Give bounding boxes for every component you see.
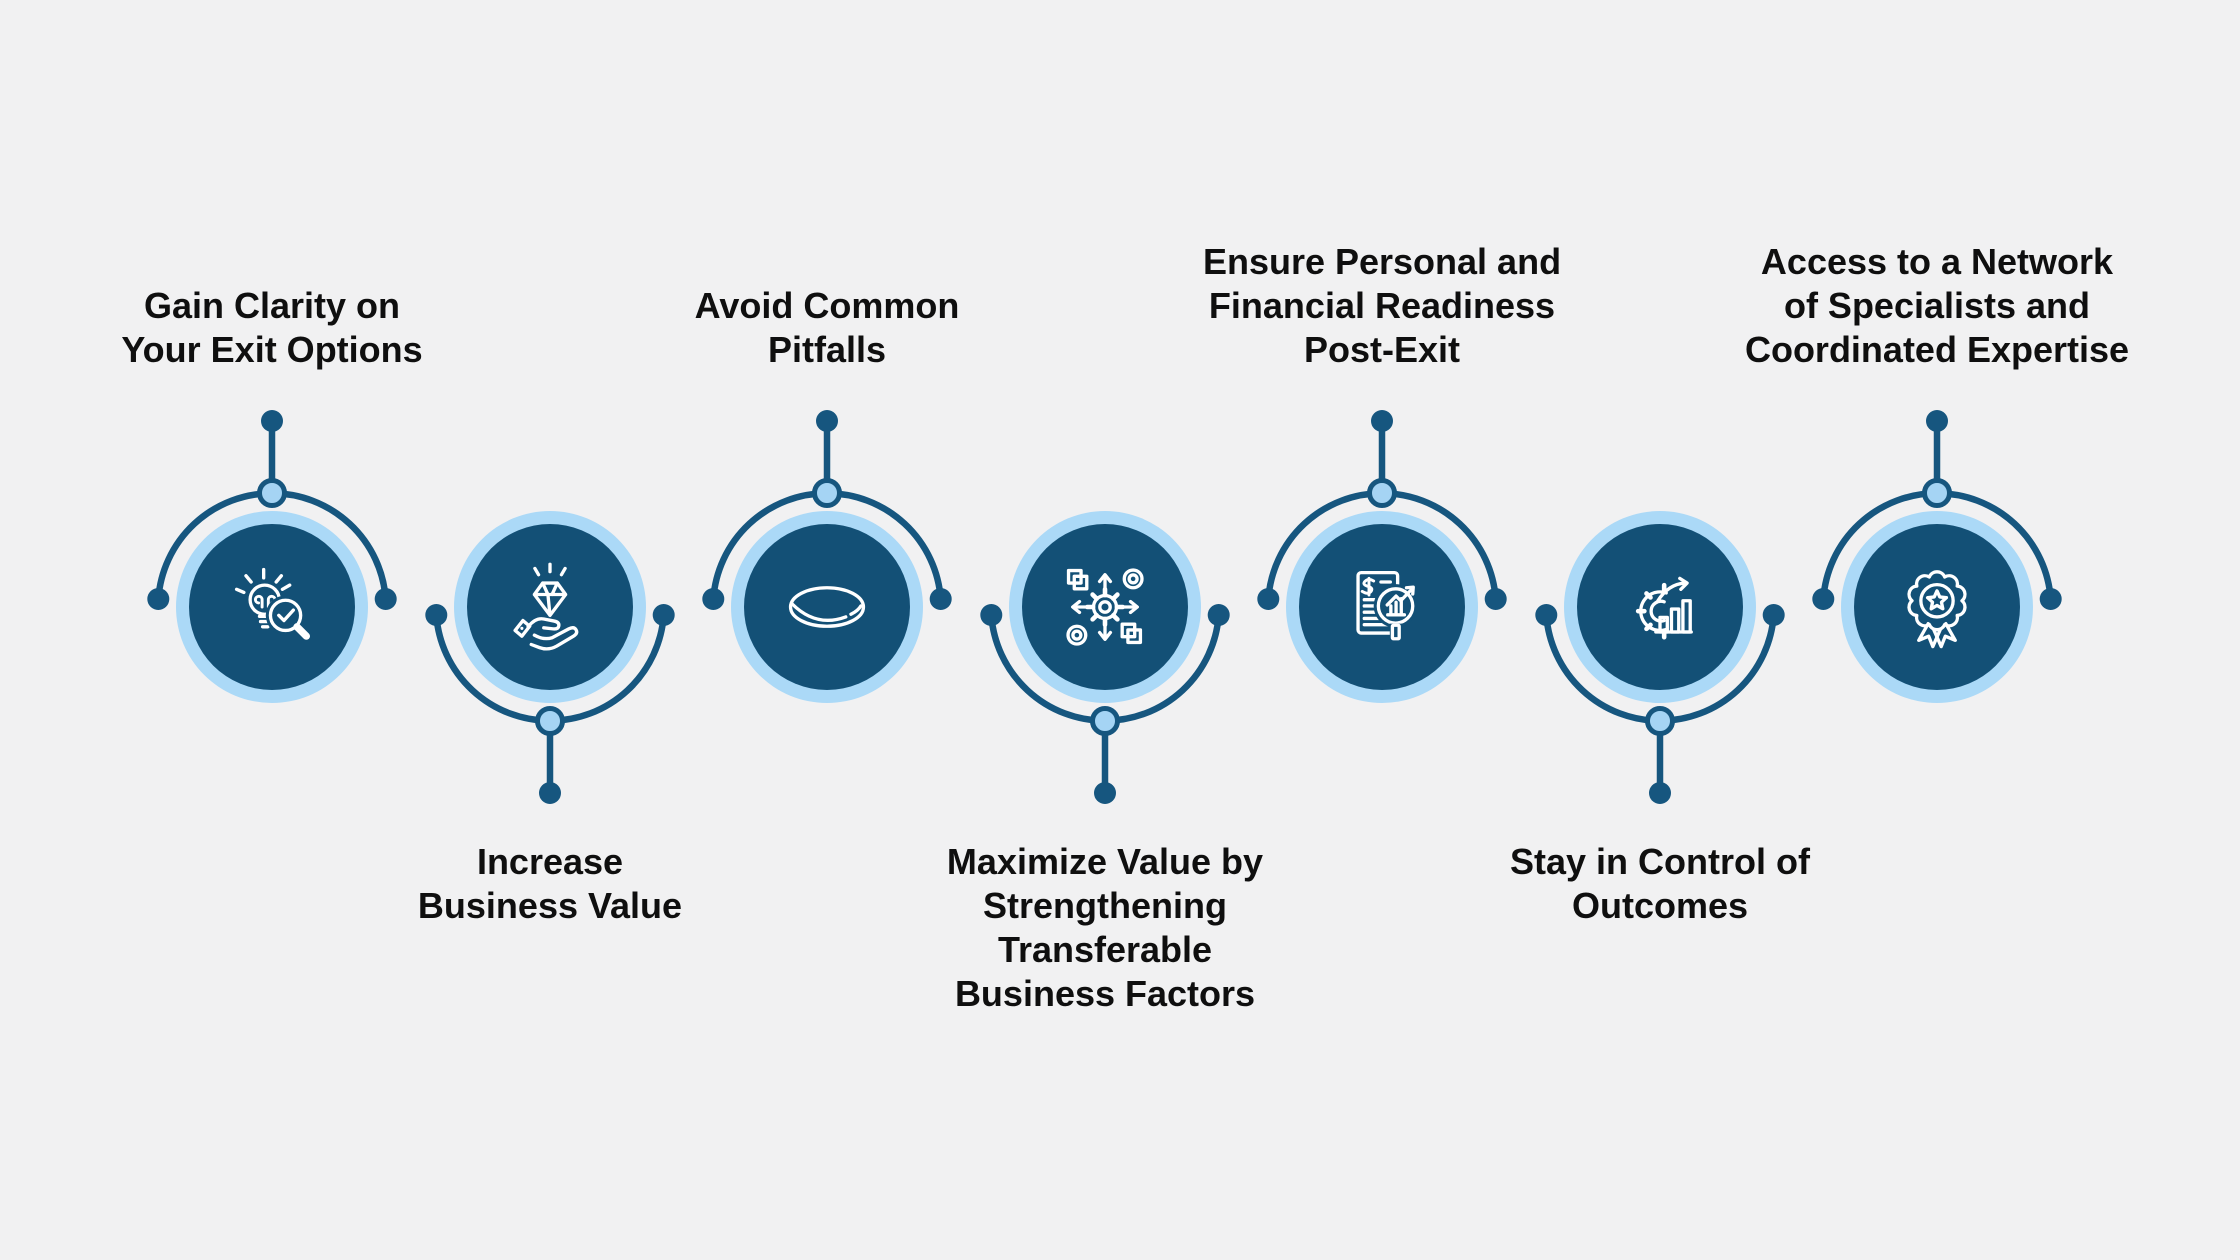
pitfall-hole-icon xyxy=(788,586,866,628)
step-disc xyxy=(1577,524,1743,690)
financial-report-magnifier-icon xyxy=(1356,570,1420,642)
step-circle xyxy=(1841,511,2033,703)
step-disc xyxy=(1022,524,1188,690)
step-circle xyxy=(1564,511,1756,703)
step-circle xyxy=(454,511,646,703)
step-disc xyxy=(1299,524,1465,690)
step-label: Ensure Personal and Financial Readiness … xyxy=(1202,241,1562,370)
step-label: Stay in Control of Outcomes xyxy=(1510,841,1810,926)
step-circle xyxy=(176,511,368,703)
step-label: Access to a Network of Specialists and C… xyxy=(1744,241,2130,370)
step-disc xyxy=(1854,524,2020,690)
hand-diamond-icon xyxy=(513,562,579,651)
gear-network-icon xyxy=(1055,557,1155,657)
step-circle xyxy=(1009,511,1201,703)
step-label: Maximize Value by Strengthening Transfer… xyxy=(946,841,1264,1014)
award-badge-icon xyxy=(1907,570,1967,649)
step-label: Gain Clarity on Your Exit Options xyxy=(121,285,423,370)
step-circle xyxy=(1286,511,1478,703)
gear-growth-chart-icon xyxy=(1610,557,1710,657)
idea-search-icon xyxy=(222,557,322,657)
step-disc xyxy=(744,524,910,690)
step-label: Avoid Common Pitfalls xyxy=(694,285,960,370)
step-disc xyxy=(189,524,355,690)
step-label: Increase Business Value xyxy=(417,841,683,926)
step-circle xyxy=(731,511,923,703)
step-disc xyxy=(467,524,633,690)
